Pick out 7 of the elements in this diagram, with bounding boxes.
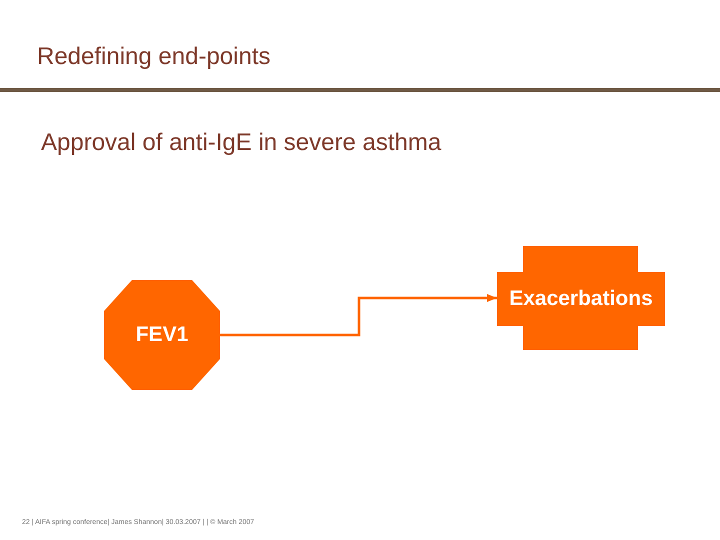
slide-subtitle: Approval of anti-IgE in severe asthma (41, 129, 442, 157)
node-label: FEV1 (134, 323, 190, 347)
arrow (220, 294, 497, 336)
cross-shaped-node (497, 246, 665, 350)
slide-title: Redefining end-points (37, 43, 270, 71)
node-label: Exacerbations (508, 287, 654, 311)
octagon-node (104, 280, 220, 390)
